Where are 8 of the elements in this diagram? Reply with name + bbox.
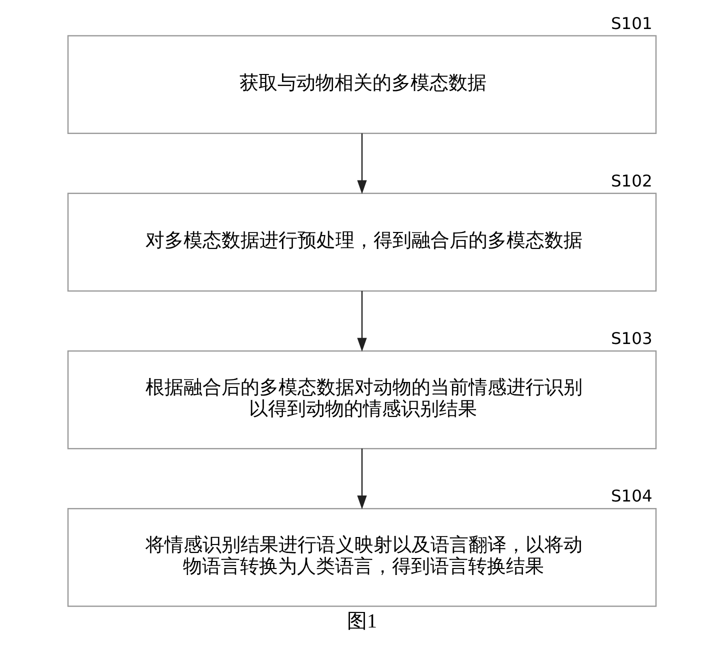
arrow: [356, 133, 366, 194]
node-label: S103: [610, 329, 652, 348]
node-label: S101: [610, 14, 652, 33]
arrow: [356, 448, 366, 510]
arrow: [356, 290, 366, 352]
caption: 图1: [346, 610, 376, 632]
node-label: S104: [610, 486, 652, 506]
node-label: S102: [610, 171, 652, 190]
